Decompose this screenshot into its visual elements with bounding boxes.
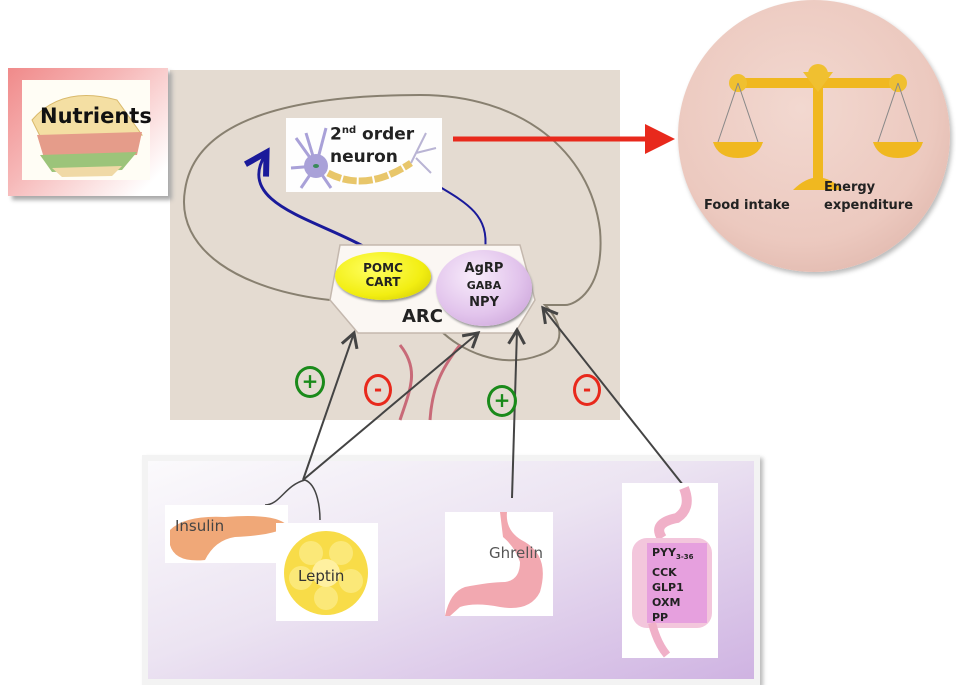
- energy-balance-circle: Food intake Energy expenditure: [678, 0, 950, 272]
- gaba-label: GABA: [466, 279, 502, 292]
- nutrients-label: Nutrients: [40, 104, 152, 128]
- insulin-label: Insulin: [175, 517, 225, 535]
- pomc-label: POMC: [363, 261, 403, 275]
- gut-hormone-oxm: OXM: [652, 596, 681, 610]
- sign-plus-ghrelin: +: [487, 385, 517, 417]
- ghrelin-to-agrp-arrow: [507, 326, 526, 499]
- insulin-card: Insulin: [165, 505, 288, 563]
- intestine-icon: [632, 486, 712, 658]
- ghrelin-card: Ghrelin: [445, 512, 553, 616]
- ghrelin-label: Ghrelin: [489, 544, 544, 562]
- scale-icon: [713, 64, 923, 190]
- cart-label: CART: [365, 275, 401, 289]
- adipocyte-icon: [284, 531, 368, 615]
- neuron-label: 2nd order neuron: [330, 120, 414, 168]
- gut-to-arc-arrow: [541, 305, 684, 486]
- nutrients-box: Nutrients: [8, 68, 168, 196]
- brain-outline: [182, 93, 602, 362]
- sign-plus-insulin: +: [295, 366, 325, 398]
- vessel: [428, 344, 462, 421]
- gut-hormone-cck: CCK: [652, 566, 677, 580]
- insulin-leptin-to-agrp-arrow: [302, 331, 481, 481]
- food-intake-label: Food intake: [704, 198, 790, 213]
- sandwich-image: [22, 80, 150, 180]
- gut-hormone-pp: PP: [652, 611, 669, 625]
- expenditure-label: expenditure: [824, 198, 914, 213]
- insulin-leptin-brace: [264, 479, 321, 521]
- arc-label: ARC: [402, 306, 444, 327]
- insulin-leptin-to-pomc-arrow: [302, 330, 359, 481]
- sign-minus-leptin: -: [364, 374, 392, 406]
- sign-minus-gut: -: [573, 374, 601, 406]
- gut-hormone-pyy: PYY3-36: [652, 546, 694, 562]
- neuron-icon: [290, 127, 437, 189]
- npy-label: NPY: [469, 295, 499, 310]
- pomc-cart-nucleus: POMC CART: [335, 252, 431, 300]
- gut-hormones-list: PYY3-36 CCK GLP1 OXM PP: [652, 545, 694, 625]
- stomach-icon: [445, 512, 543, 616]
- second-order-neuron: 2nd order neuron: [286, 118, 442, 192]
- neuron-label-order: order: [356, 124, 415, 145]
- leptin-label: Leptin: [298, 567, 345, 585]
- gut-hormone-glp1: GLP1: [652, 581, 684, 595]
- neuron-label-line2: neuron: [330, 146, 398, 167]
- leptin-card: Leptin: [276, 523, 378, 621]
- energy-label: Energy: [824, 180, 876, 195]
- sandwich-icon: [31, 95, 143, 177]
- neuron-label-sup: nd: [341, 125, 357, 136]
- gut-card: PYY3-36 CCK GLP1 OXM PP: [622, 483, 718, 658]
- neuron-label-num: 2: [330, 124, 342, 145]
- vessel: [398, 344, 414, 421]
- pomc-to-neuron-arrow: [259, 155, 371, 252]
- agrp-label: AgRP: [464, 261, 504, 276]
- pancreas-icon: [170, 516, 287, 561]
- agrp-gaba-npy-nucleus: AgRP GABA NPY: [436, 250, 532, 326]
